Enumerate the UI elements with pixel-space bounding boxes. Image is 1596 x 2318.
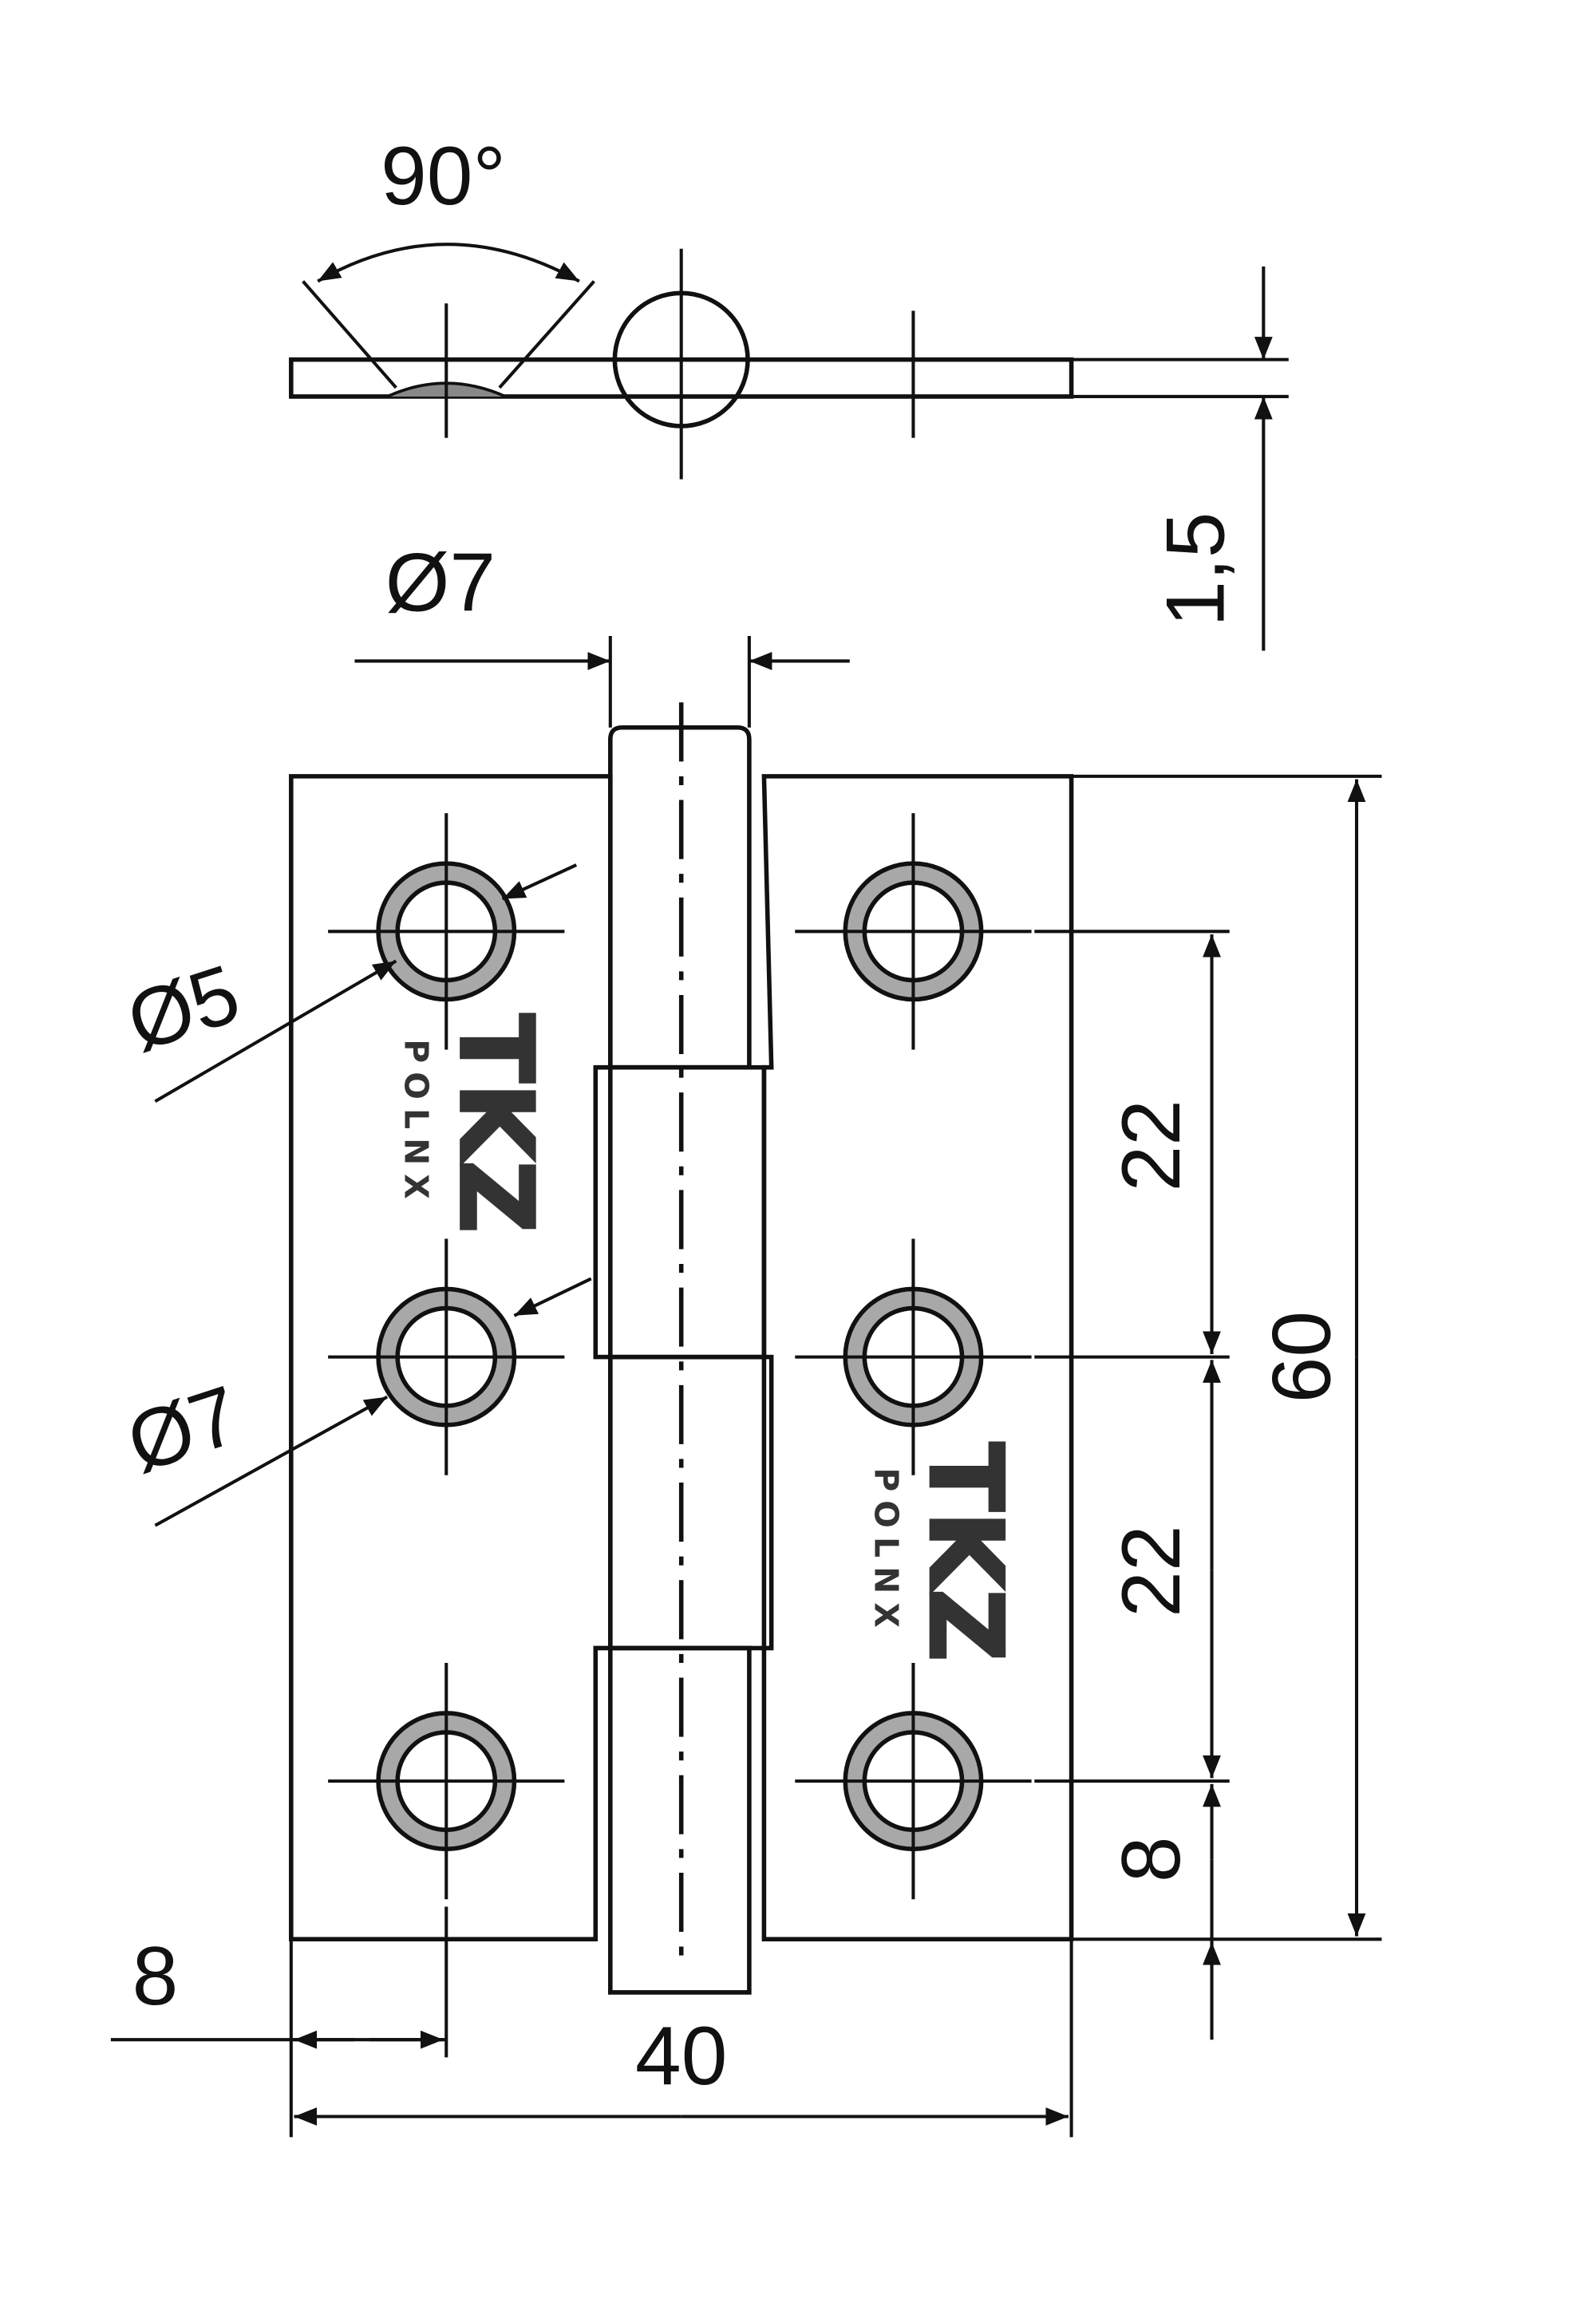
horizontal-dimensions: 8 40 <box>110 1906 1073 2138</box>
leader-line <box>501 863 578 901</box>
side-offset-label: 8 <box>132 1929 179 2022</box>
knuckle-segment <box>608 1645 752 1995</box>
angle-label: 90° <box>381 129 506 222</box>
right-leaf <box>761 774 1074 1942</box>
hole-diameter-label: Ø5 <box>117 946 250 1068</box>
countersink-diameter-label: Ø7 <box>117 1368 250 1490</box>
mounting-holes <box>328 813 1032 1900</box>
hole-spacing-lower-label: 22 <box>1104 1525 1197 1617</box>
knuckle-segment <box>608 1064 767 1360</box>
leader-line <box>513 1277 592 1317</box>
leader-line <box>154 1395 389 1527</box>
hole-edge-offset-label: 8 <box>1104 1836 1197 1882</box>
hole-spacing-upper-label: 22 <box>1104 1100 1197 1191</box>
top-view: 90° 1,5 <box>289 129 1289 651</box>
angle-dimension-arc <box>317 243 580 283</box>
pin-diameter-label: Ø7 <box>385 535 496 628</box>
logo: TKZ POLNX <box>867 1441 1025 1663</box>
angle-extension-line <box>498 280 595 389</box>
logo-subtext: POLNX <box>397 1039 435 1208</box>
thickness-label: 1,5 <box>1148 512 1241 627</box>
knuckle-segment <box>608 725 752 1070</box>
front-view: TKZ POLNX TKZ POLNX <box>289 702 1074 1995</box>
knuckle-segment <box>608 1354 767 1651</box>
width-label: 40 <box>635 2009 727 2102</box>
leader-line <box>154 959 397 1104</box>
pin-diameter-dimension: Ø7 <box>354 535 850 728</box>
logo: TKZ POLNX <box>397 1013 555 1234</box>
logo-mark: TKZ <box>907 1443 1025 1662</box>
vertical-dimensions: 22 22 8 60 <box>1034 774 1382 2040</box>
angle-extension-line <box>302 280 397 389</box>
height-label: 60 <box>1255 1311 1348 1403</box>
logo-mark: TKZ <box>437 1014 555 1234</box>
logo-subtext: POLNX <box>867 1467 905 1636</box>
